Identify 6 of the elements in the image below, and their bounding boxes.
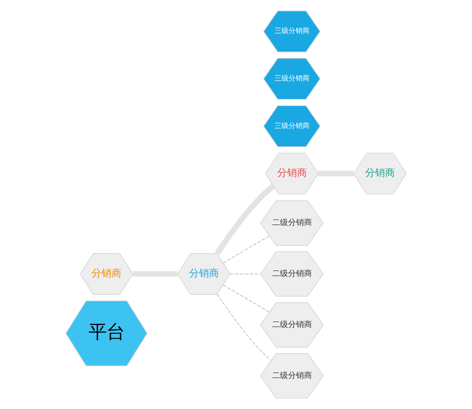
connector bbox=[214, 184, 275, 256]
connector bbox=[132, 271, 178, 277]
connector bbox=[222, 284, 270, 312]
connector bbox=[216, 294, 272, 361]
connector bbox=[222, 236, 270, 264]
connector bbox=[318, 170, 354, 176]
